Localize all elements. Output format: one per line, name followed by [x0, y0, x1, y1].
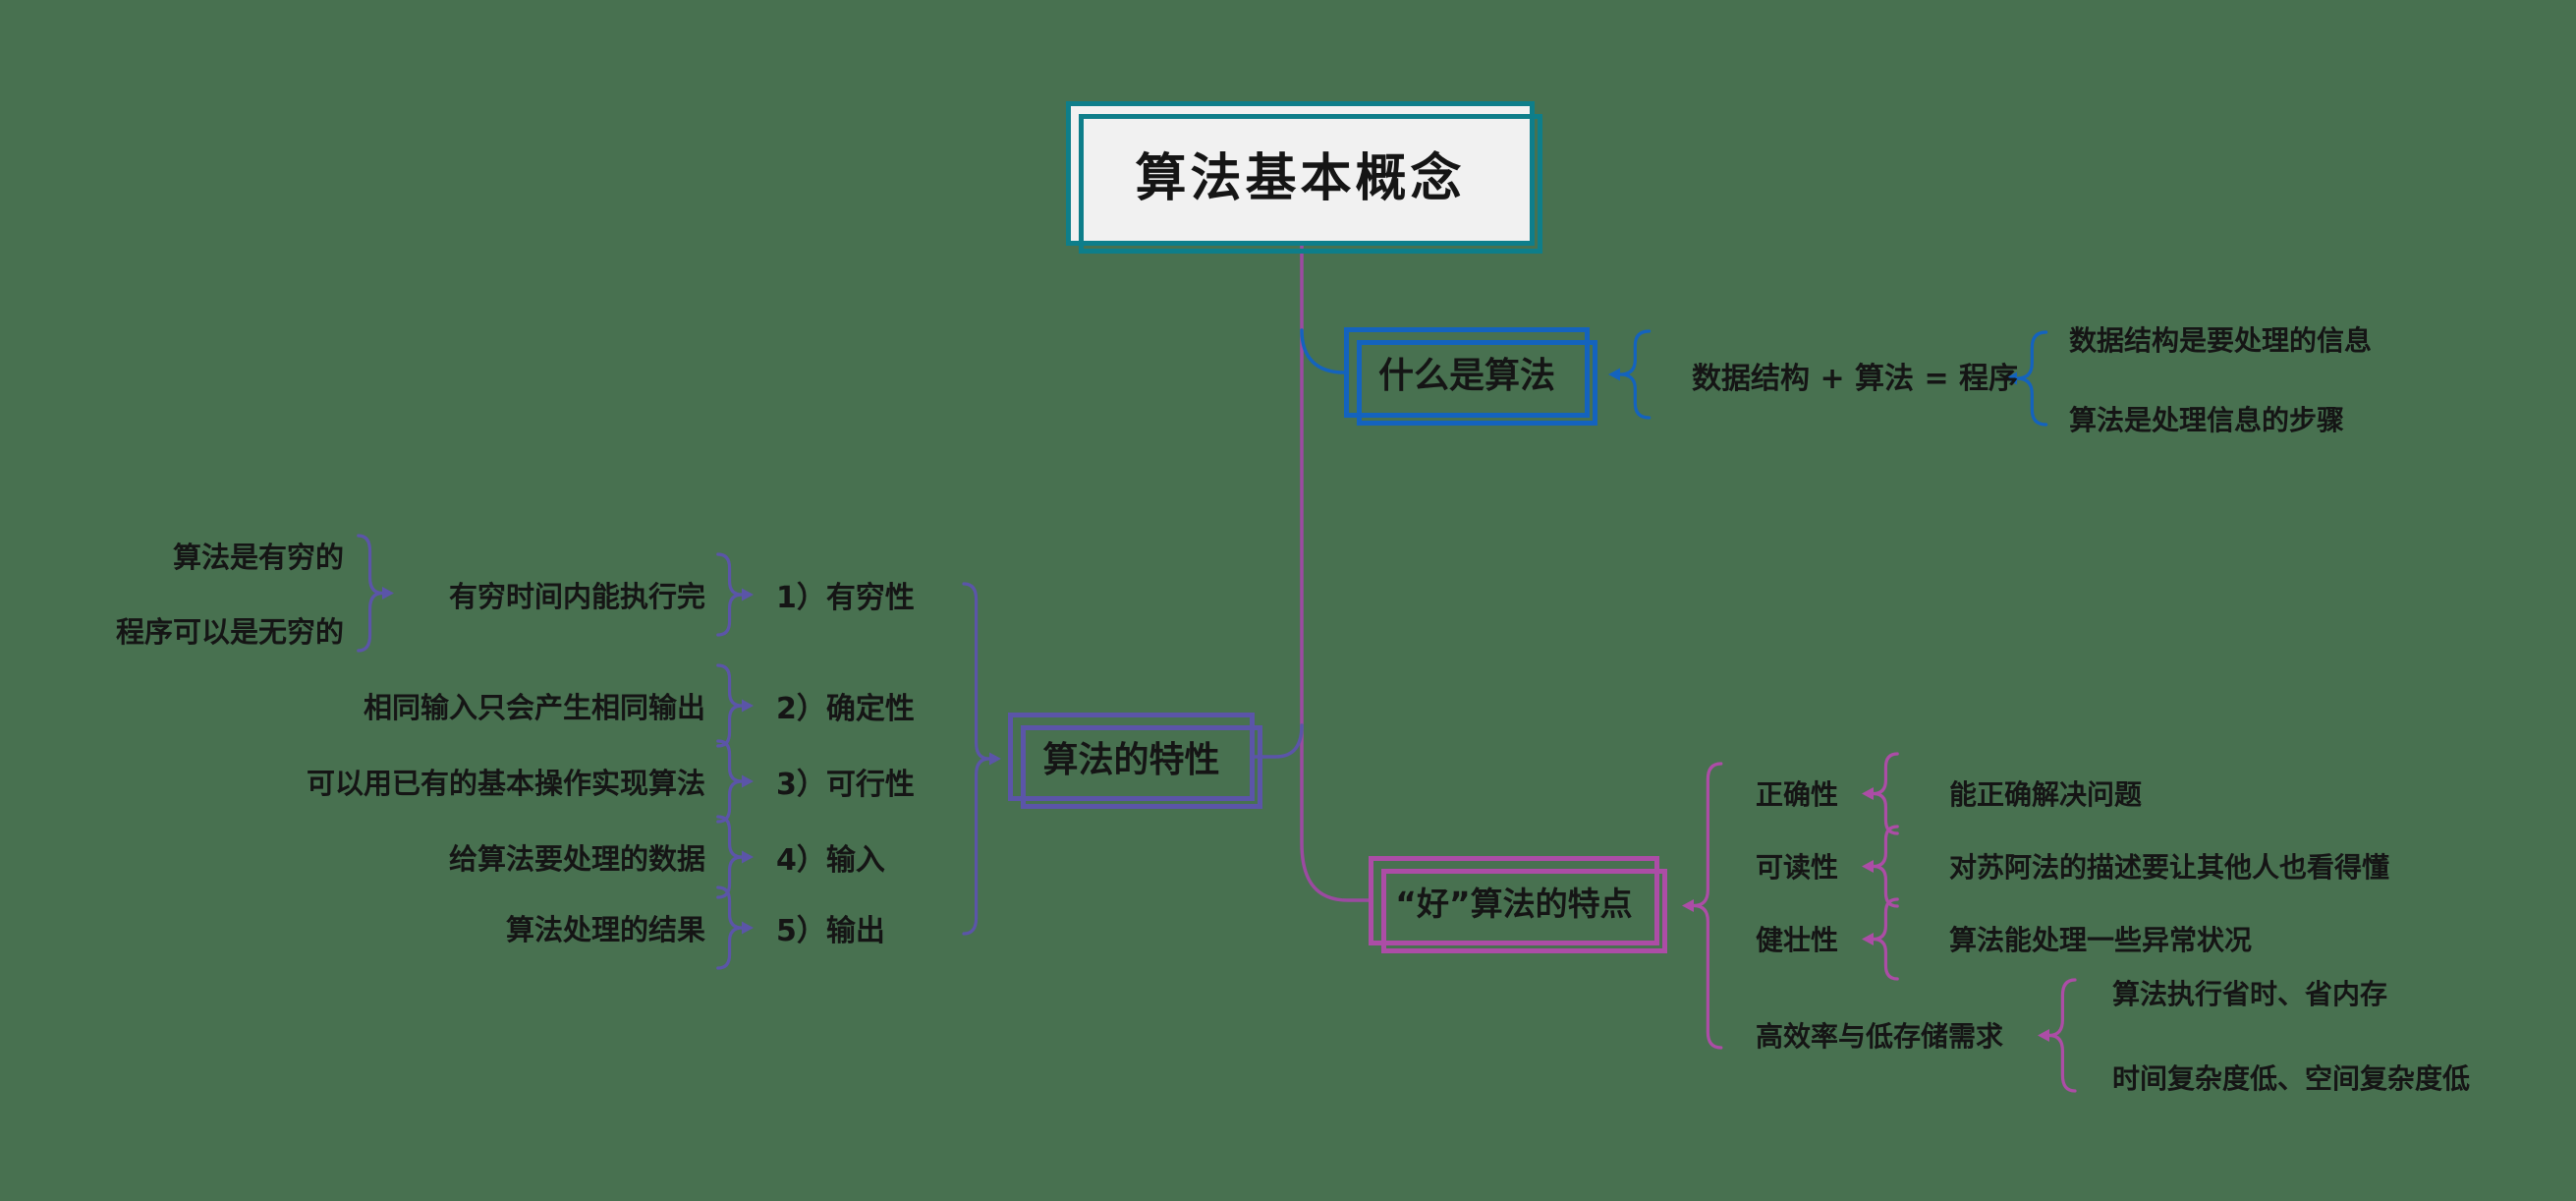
root-node[interactable]: 算法基本概念	[1066, 101, 1542, 254]
desc-feasibility[interactable]: 可以用已有的基本操作实现算法	[306, 767, 705, 800]
root-title: 算法基本概念	[1135, 148, 1466, 208]
brace-finiteness-notes	[356, 534, 394, 653]
connector-what-is-algorithm	[1300, 328, 1346, 374]
connector-algorithm-properties	[1253, 723, 1304, 759]
label-correctness[interactable]: 正确性	[1756, 778, 1839, 811]
desc-output[interactable]: 算法处理的结果	[505, 913, 705, 946]
label-feasibility[interactable]: 3）可行性	[776, 768, 915, 802]
leaf-algorithm-steps[interactable]: 算法是处理信息的步骤	[2069, 404, 2345, 436]
brace-efficiency-subs	[2038, 978, 2078, 1093]
label-input[interactable]: 4）输入	[776, 843, 885, 878]
brace-formula	[1608, 329, 1652, 420]
brace-good-algorithm-group	[1682, 762, 1724, 1050]
brace-feasibility	[715, 739, 754, 824]
label-efficiency[interactable]: 高效率与低存储需求	[1756, 1020, 2004, 1053]
desc-correctness[interactable]: 能正确解决问题	[1949, 778, 2143, 811]
brace-robustness	[1862, 897, 1900, 981]
brace-finiteness	[715, 552, 754, 637]
leaf-saves-time-memory[interactable]: 算法执行省时、省内存	[2112, 978, 2388, 1010]
brace-output	[715, 886, 754, 970]
spine-connector	[1300, 244, 1371, 902]
leaf-low-complexity[interactable]: 时间复杂度低、空间复杂度低	[2112, 1062, 2471, 1095]
brace-determinism	[715, 663, 754, 748]
desc-readability[interactable]: 对苏阿法的描述要让其他人也看得懂	[1949, 851, 2390, 884]
desc-robustness[interactable]: 算法能处理一些异常状况	[1949, 924, 2253, 956]
node-what-is-algorithm[interactable]: 什么是算法	[1344, 327, 1597, 426]
node-good-algorithm-title: “好”算法的特点	[1395, 884, 1633, 923]
node-algorithm-properties[interactable]: 算法的特性	[1008, 713, 1262, 809]
brace-readability	[1862, 825, 1900, 908]
label-determinism[interactable]: 2）确定性	[776, 692, 915, 726]
label-robustness[interactable]: 健壮性	[1756, 924, 1839, 956]
brace-formula-leaves	[2005, 330, 2049, 427]
brace-properties-group	[961, 582, 1001, 936]
node-algorithm-properties-title: 算法的特性	[1042, 740, 1220, 780]
brace-correctness	[1862, 752, 1900, 835]
desc-input[interactable]: 给算法要处理的数据	[448, 842, 705, 876]
note-algorithm-finite[interactable]: 算法是有穷的	[172, 541, 344, 574]
leaf-data-structure-info[interactable]: 数据结构是要处理的信息	[2069, 324, 2373, 357]
desc-finiteness[interactable]: 有穷时间内能执行完	[448, 580, 705, 613]
node-good-algorithm[interactable]: “好”算法的特点	[1369, 856, 1667, 953]
note-program-infinite[interactable]: 程序可以是无穷的	[115, 615, 344, 649]
label-readability[interactable]: 可读性	[1756, 851, 1839, 884]
label-output[interactable]: 5）输出	[776, 914, 885, 948]
node-what-is-algorithm-title: 什么是算法	[1377, 356, 1555, 396]
label-finiteness[interactable]: 1）有穷性	[776, 581, 915, 615]
desc-determinism[interactable]: 相同输入只会产生相同输出	[363, 691, 705, 724]
topic-formula[interactable]: 数据结构 + 算法 = 程序	[1692, 362, 2019, 396]
brace-input	[715, 815, 754, 899]
